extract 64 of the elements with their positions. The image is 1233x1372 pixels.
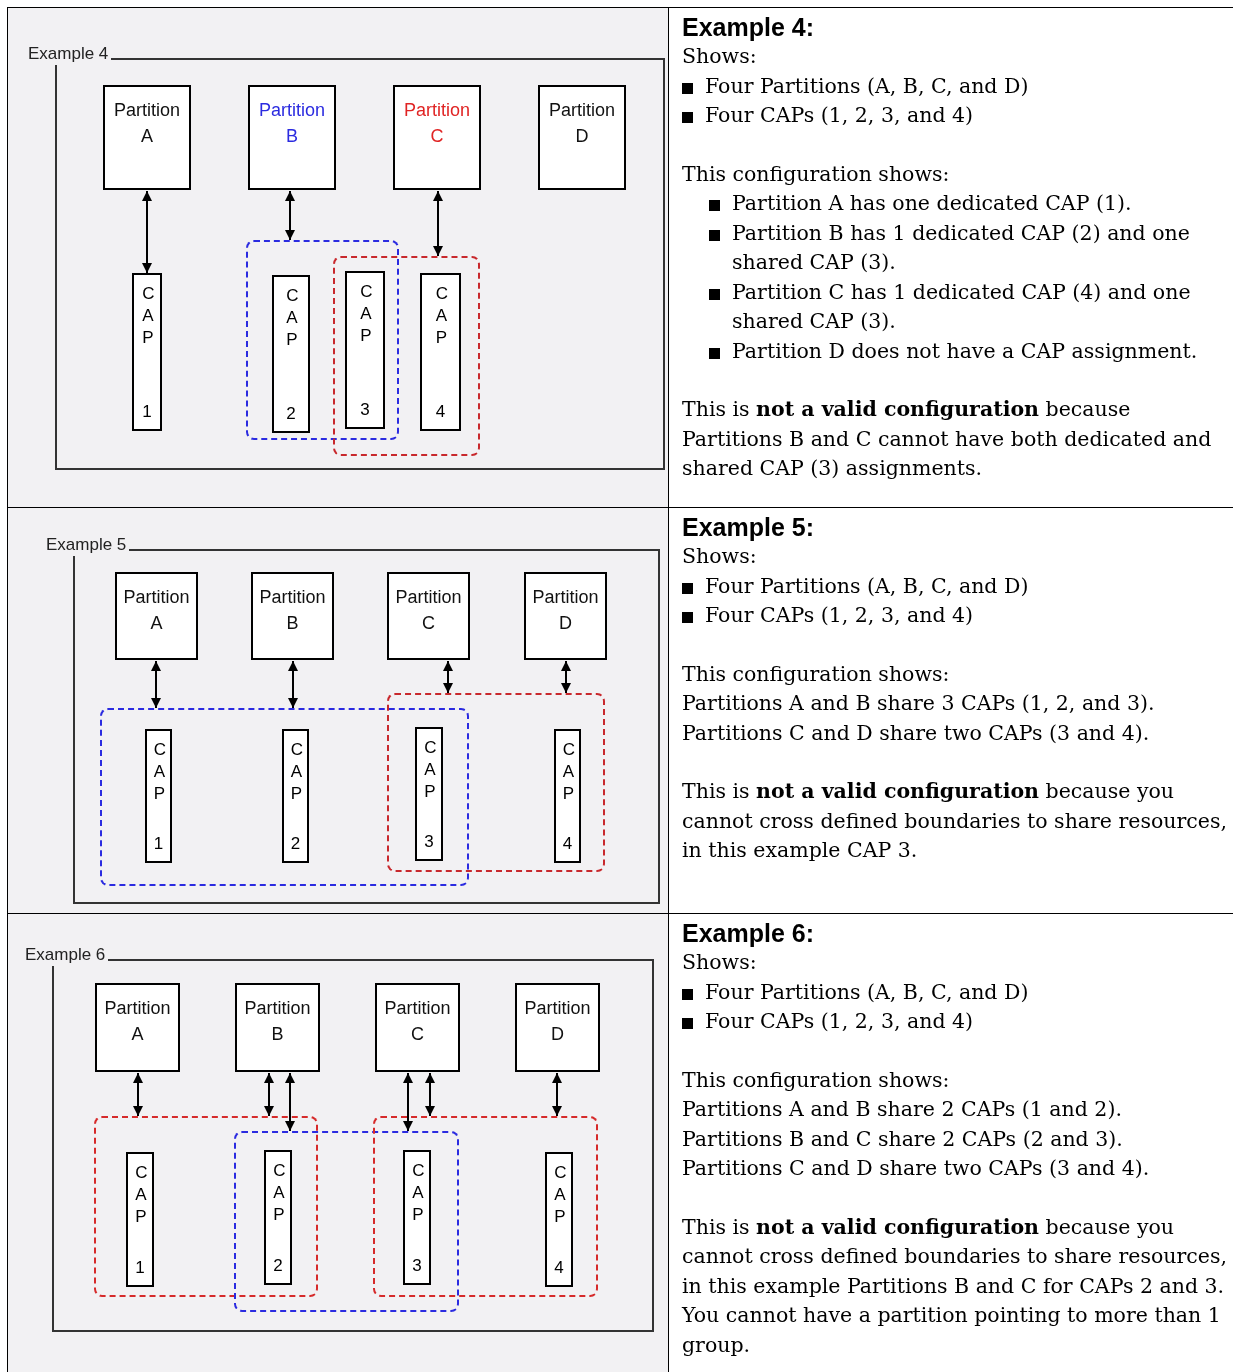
cap-box: CAP 4 (545, 1152, 573, 1287)
example-heading: Example 4: (682, 12, 815, 42)
bullet-text: Four CAPs (1, 2, 3, and 4) (705, 1008, 974, 1035)
bullet-text: Four Partitions (A, B, C, and D) (705, 978, 1029, 1006)
body-text: Partitions B and C share 2 CAPs (2 and 3). (682, 1125, 1124, 1153)
cap-box: CAP 2 (272, 275, 310, 433)
example-heading: Example 5: (682, 512, 815, 542)
bullet-text: Partition A has one dedicated CAP (1). (732, 190, 1132, 217)
partition-box: Partition D (515, 983, 600, 1072)
partition-box: Partition D (524, 572, 607, 660)
body-text: Partitions C and D share two CAPs (3 and 4). (682, 1155, 1151, 1182)
double-arrow (264, 1072, 274, 1117)
cap-box: CAP 1 (126, 1152, 154, 1287)
cap-box: CAP 1 (145, 729, 172, 863)
body-text: This configuration shows: (682, 160, 951, 188)
partition-box: Partition A (115, 572, 198, 660)
partition-box: Partition A (103, 85, 191, 190)
explanation-paragraph: This is not a valid configuration because Partitions B and C cannot have both dedicated and shared CAP (3) assignments. (682, 396, 1213, 482)
double-arrow (433, 190, 443, 257)
body-text: Shows: (682, 43, 758, 70)
partition-box: Partition D (538, 85, 626, 190)
double-arrow (133, 1072, 143, 1117)
double-arrow (443, 660, 453, 694)
bullet-text: Four Partitions (A, B, C, and D) (705, 72, 1029, 100)
body-text: This configuration shows: (682, 1066, 951, 1094)
cap-box: CAP 3 (403, 1150, 431, 1285)
cap-box: CAP 1 (132, 273, 162, 431)
cap-box: CAP 4 (554, 729, 581, 863)
body-text: Shows: (682, 949, 758, 976)
partition-box: Partition C (393, 85, 481, 190)
cap-box: CAP 4 (420, 273, 461, 431)
body-text: Partitions C and D share two CAPs (3 and 4). (682, 719, 1151, 747)
bullet-text: Partition B has 1 dedicated CAP (2) and one shared CAP (3). (732, 219, 1191, 276)
body-text: Partitions A and B share 3 CAPs (1, 2, and 3). (682, 690, 1156, 717)
double-arrow (151, 660, 161, 709)
body-text: Partitions A and B share 2 CAPs (1 and 2). (682, 1096, 1123, 1123)
partition-box: Partition B (248, 85, 336, 190)
body-text: Shows: (682, 543, 758, 570)
cap-box: CAP 3 (415, 727, 443, 861)
cap-box: CAP 2 (282, 729, 309, 863)
double-arrow (285, 1072, 295, 1132)
double-arrow (552, 1072, 562, 1117)
double-arrow (403, 1072, 413, 1132)
double-arrow (142, 190, 152, 274)
double-arrow (425, 1072, 435, 1117)
double-arrow (561, 660, 571, 694)
bullet-text: Four CAPs (1, 2, 3, and 4) (705, 602, 974, 629)
bullet-text: Four Partitions (A, B, C, and D) (705, 572, 1029, 600)
bullet-text: Partition D does not have a CAP assignment. (732, 337, 1198, 365)
double-arrow (288, 660, 298, 709)
partition-box: Partition C (375, 983, 460, 1072)
body-text: This configuration shows: (682, 660, 951, 688)
example-heading: Example 6: (682, 918, 815, 948)
cap-box: CAP 3 (345, 271, 385, 429)
partition-box: Partition B (251, 572, 334, 660)
cap-box: CAP 2 (264, 1150, 292, 1285)
double-arrow (285, 190, 295, 241)
partition-box: Partition B (235, 983, 320, 1072)
bullet-text: Partition C has 1 dedicated CAP (4) and one shared CAP (3). (732, 278, 1192, 335)
explanation-paragraph: This is not a valid configuration because you cannot cross defined boundaries to share resources, in this example Partitions B and C for CAPs 2 and 3. You cannot have a partition pointing to more than 1 group. (682, 1213, 1228, 1359)
partition-box: Partition C (387, 572, 470, 660)
bullet-text: Four CAPs (1, 2, 3, and 4) (705, 102, 974, 129)
partition-box: Partition A (95, 983, 180, 1072)
explanation-paragraph: This is not a valid configuration because you cannot cross defined boundaries to share resources, in this example CAP 3. (682, 778, 1228, 864)
